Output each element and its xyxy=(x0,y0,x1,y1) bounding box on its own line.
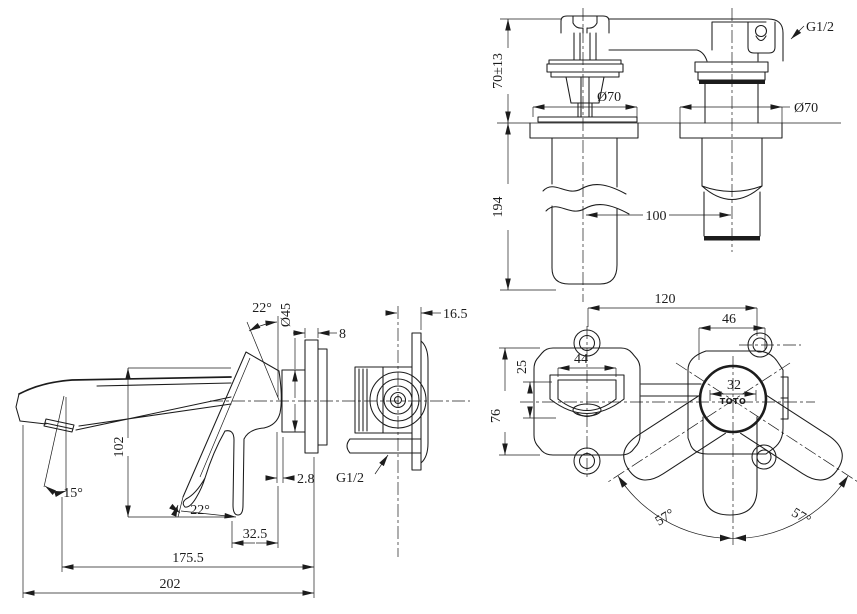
dim-embed-depth: 194 xyxy=(491,197,506,218)
valve-unit xyxy=(608,18,784,241)
spout-side xyxy=(15,376,232,433)
dim-valve-flange-dia: Ø70 xyxy=(794,101,818,116)
dim-total-reach: 202 xyxy=(160,577,181,592)
dim-center-distance: 100 xyxy=(646,209,667,224)
dim-wall-clearance: 16.5 xyxy=(443,307,468,322)
dim-spout-flange-dia: Ø70 xyxy=(597,90,621,105)
lever-center xyxy=(702,416,758,516)
lever-swing-axes xyxy=(607,362,857,483)
dim-lever-depth: 32.5 xyxy=(243,527,268,542)
handle-base-ring xyxy=(698,364,768,434)
dim-lever-angle: 22° xyxy=(190,503,210,518)
dim-gap: 2.8 xyxy=(297,472,315,487)
dim-escutcheon-dia: Ø45 xyxy=(279,303,294,327)
aerator xyxy=(43,418,75,433)
dim-height-above-wall: 70±13 xyxy=(491,53,506,89)
dim-handle-dia: 46 xyxy=(722,312,736,327)
front-view: TOTO 120 46 76 25 44 32 xyxy=(489,292,857,547)
top-view-dimensions: 70±13 194 Ø70 Ø70 100 G1/2 xyxy=(491,18,834,291)
bracket-arm xyxy=(346,438,422,454)
lever-swing-left xyxy=(623,394,726,481)
dim-spout-angle: 15° xyxy=(63,486,83,501)
top-view: 70±13 194 Ø70 Ø70 100 G1/2 xyxy=(491,8,841,302)
dim-thread-top: G1/2 xyxy=(806,20,834,35)
dim-spout-height: 25 xyxy=(515,360,530,374)
brand-logo: TOTO xyxy=(720,397,747,406)
dim-hole-span: 120 xyxy=(655,292,676,307)
dim-aerator-reach: 175.5 xyxy=(172,551,204,566)
dim-handle-tilt: 22° xyxy=(252,301,272,316)
dim-thread-side: G1/2 xyxy=(336,471,364,486)
dim-height: 102 xyxy=(112,437,127,458)
side-view-dimensions: Ø45 8 16.5 102 2.8 32.5 xyxy=(22,301,468,598)
dim-escutcheon-height: 76 xyxy=(489,409,504,423)
spout-unit xyxy=(529,15,639,139)
dim-plate-thickness: 8 xyxy=(339,327,346,342)
supply-pipe xyxy=(542,137,630,285)
wall-plate xyxy=(411,332,422,471)
swing-arc xyxy=(617,475,849,539)
side-view: Ø45 8 16.5 102 2.8 32.5 xyxy=(15,301,470,598)
dim-spout-width: 44 xyxy=(574,352,588,367)
valve-side xyxy=(281,332,429,471)
handle-side xyxy=(182,351,282,516)
spout-escutcheon-front xyxy=(533,329,641,475)
connecting-bar-front xyxy=(640,383,702,397)
dim-logo-width: 32 xyxy=(727,378,741,393)
front-view-dimensions: 120 46 76 25 44 32 57° xyxy=(489,292,849,542)
handle-front: TOTO xyxy=(623,332,843,516)
lever-swing-right xyxy=(740,394,843,481)
dim-swing-left: 57° xyxy=(653,507,678,530)
